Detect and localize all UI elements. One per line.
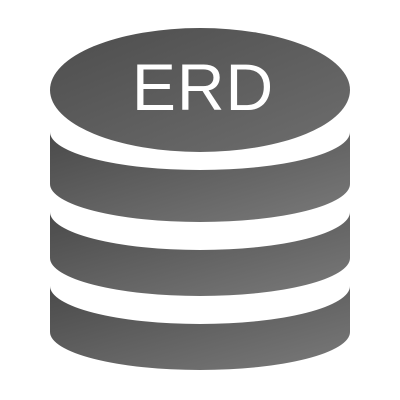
database-disk-upper (50, 132, 350, 222)
database-label: ERD (132, 50, 274, 124)
database-disk-middle (50, 212, 350, 296)
database-top (50, 28, 350, 152)
database-disk-bottom (50, 286, 350, 370)
